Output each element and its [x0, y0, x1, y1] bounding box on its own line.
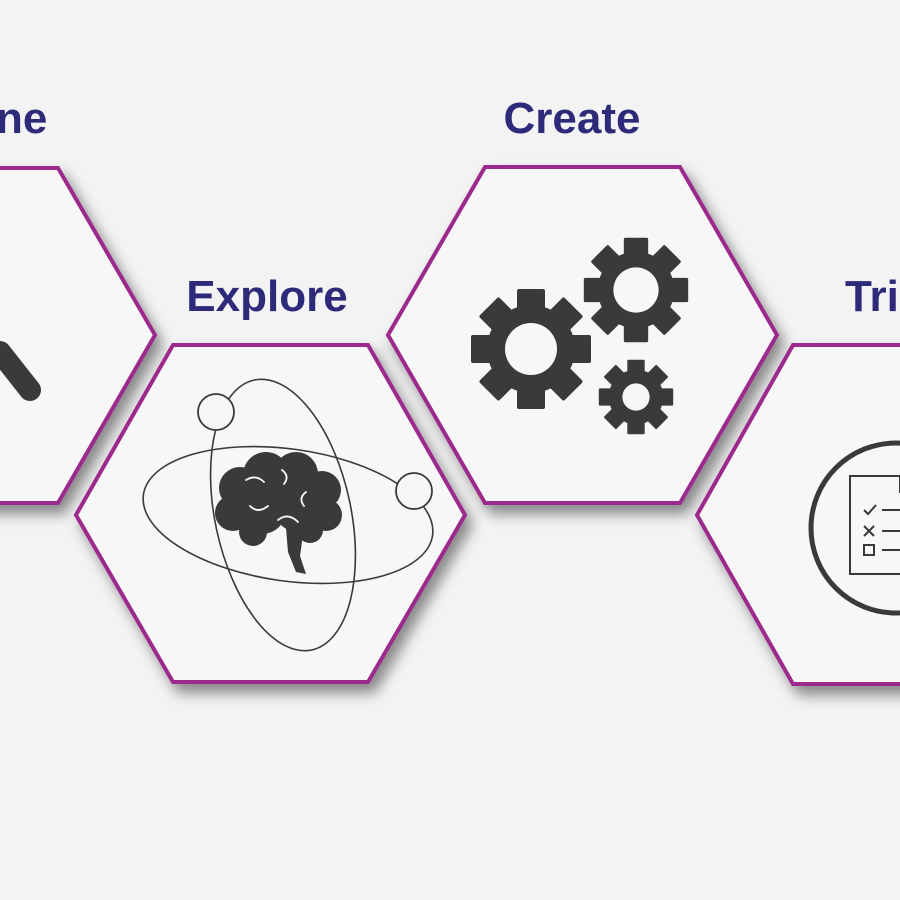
cross-mark-icon [863, 525, 900, 537]
step-label-create: Create [504, 94, 641, 143]
hexagon-define [0, 166, 158, 505]
document-icon [849, 475, 900, 575]
check-mark-icon [863, 504, 900, 516]
small-gear-icon [598, 359, 674, 435]
gears-icon [471, 237, 689, 435]
step-label-trial: Tri [845, 272, 899, 321]
brain-icon [215, 452, 342, 574]
brain-orbit-icon [142, 378, 434, 652]
step-label-explore: Explore [186, 272, 347, 321]
large-gear-icon [471, 289, 591, 409]
checklist-icon [808, 440, 900, 616]
tool-icon [0, 341, 41, 401]
medium-gear-icon [583, 237, 689, 343]
step-label-define: ne [0, 94, 47, 143]
empty-box-icon [863, 544, 900, 556]
